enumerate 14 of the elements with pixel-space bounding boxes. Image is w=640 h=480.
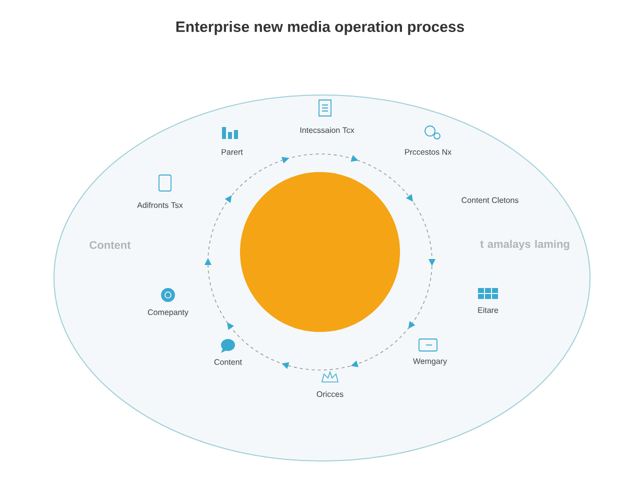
node-label: Wemgary (413, 358, 448, 366)
node-label: Eitare (478, 307, 498, 313)
title: Enterprise new media operation process (176, 21, 464, 35)
node-label: Oricces (316, 391, 344, 397)
faded-label: t amalays laming (480, 240, 570, 250)
node-label: Comepanty (148, 309, 188, 317)
sun-disc (240, 172, 400, 332)
faded-label: Content (90, 241, 131, 249)
node-label: Intecssaion Tcx (300, 127, 354, 133)
node-label: Adifronts Tsx (137, 202, 183, 208)
node-label: Prccestos Nx (405, 149, 452, 155)
node-label: Content Cletons (462, 197, 518, 203)
node-label: Parert (222, 149, 243, 155)
node-label: Content (214, 359, 242, 365)
